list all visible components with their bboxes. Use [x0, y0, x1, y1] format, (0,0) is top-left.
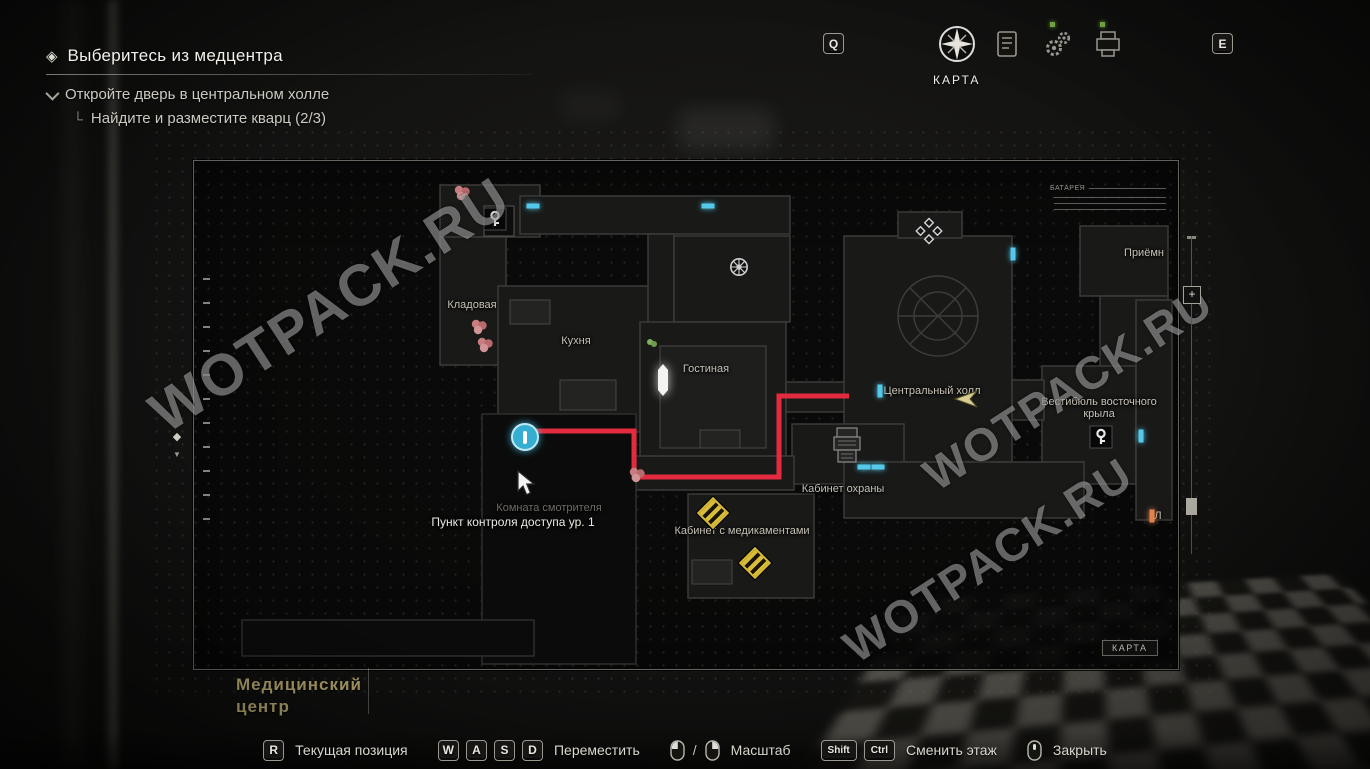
floor-up-icon[interactable]: ▲: [173, 414, 181, 423]
menu-tab-bar: Q КАРТА: [0, 0, 1370, 90]
crafting-gears-icon: [1044, 30, 1072, 63]
objective-diamond-icon: ◈: [46, 48, 58, 65]
key-hint: Ctrl: [863, 739, 895, 761]
current-floor-icon: ◆: [172, 431, 182, 443]
tab-notes[interactable]: [994, 30, 1020, 63]
hotkey-group: Shift Ctrl Сменить этаж: [820, 739, 997, 761]
key-hint: S: [493, 739, 515, 761]
hotkey-group: / Масштаб: [670, 739, 791, 761]
tree-corner-icon: └: [73, 110, 83, 127]
compass-icon: [937, 24, 977, 69]
legend-row: [1050, 203, 1166, 204]
hotkey-separator: /: [692, 742, 697, 758]
legend-line: [1054, 203, 1166, 204]
tab-records[interactable]: [1094, 22, 1122, 63]
hotkey-label: Сменить этаж: [906, 742, 997, 758]
key-hint-q: Q: [823, 33, 844, 54]
legend-line: [1089, 188, 1166, 189]
location-divider: [368, 668, 369, 714]
legend-line: [1054, 197, 1166, 198]
legend-line: [1054, 209, 1166, 210]
floor-selector: ▲ ◆ ▼: [168, 414, 186, 459]
hotkey-label: Масштаб: [730, 742, 791, 758]
legend-label: БАТАРЕЯ: [1050, 185, 1086, 192]
tab-map[interactable]: КАРТА: [933, 24, 980, 87]
hotkey-group: Закрыть: [1027, 739, 1107, 761]
background-blur-shape: [560, 90, 620, 120]
notes-icon: [994, 30, 1020, 63]
background-blur-shape: [678, 108, 774, 150]
notification-dot: [1050, 22, 1055, 27]
mouse-middle-icon: [1027, 739, 1042, 761]
key-hint: W: [437, 739, 459, 761]
zoom-in-button[interactable]: +: [1183, 286, 1201, 304]
records-icon: [1094, 30, 1122, 63]
objective-subsub: Найдите и разместите кварц (2/3): [90, 110, 327, 127]
zoom-slider-thumb[interactable]: [1186, 498, 1197, 515]
location-title: Медицинский центр: [236, 675, 362, 717]
key-hint: R: [263, 739, 285, 761]
legend-row: [1050, 209, 1166, 210]
key-hint: A: [465, 739, 487, 761]
map-panel[interactable]: [193, 160, 1179, 670]
notification-dot: [1100, 22, 1105, 27]
objective-sub: Откройте дверь в центральном холле: [65, 86, 330, 103]
key-hint: D: [521, 739, 543, 761]
hotkey-group: R Текущая позиция: [263, 739, 408, 761]
tab-map-label: КАРТА: [933, 73, 981, 87]
legend-row: [1050, 197, 1166, 198]
tab-crafting[interactable]: [1044, 22, 1072, 63]
map-corner-button[interactable]: КАРТА: [1102, 640, 1158, 656]
mouse-right-icon: [704, 739, 720, 761]
floor-down-icon[interactable]: ▼: [173, 450, 181, 459]
zoom-controls: +: [1182, 236, 1202, 556]
objective-title: Выберитесь из медцентра: [67, 46, 283, 65]
objective-divider: [46, 74, 532, 75]
legend-row: БАТАРЕЯ: [1050, 185, 1166, 192]
map-legend: БАТАРЕЯ: [1050, 185, 1166, 215]
key-hint-e: E: [1212, 33, 1233, 54]
hotkey-label: Закрыть: [1052, 742, 1107, 758]
hotkey-label: Текущая позиция: [295, 742, 408, 758]
key-hint: Shift: [820, 739, 857, 761]
hotkey-label: Переместить: [553, 742, 640, 758]
objectives-panel: ◈ Выберитесь из медцентра Откройте дверь…: [45, 46, 532, 127]
mouse-left-icon: [670, 739, 685, 761]
